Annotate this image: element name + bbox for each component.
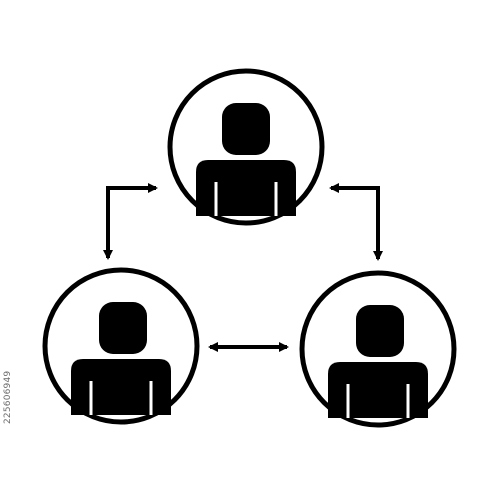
person-icon [71,302,171,415]
stock-image-id: 225606949 [3,370,13,424]
person-node-top [167,68,325,226]
person-icon [328,305,428,418]
bidirectional-arrow-top-to-bottom-right [329,183,383,261]
bidirectional-arrow-top-to-bottom-left [103,183,158,260]
person-node-bottom-left [42,267,200,425]
person-icon [196,103,296,216]
person-node-bottom-right [299,270,457,428]
